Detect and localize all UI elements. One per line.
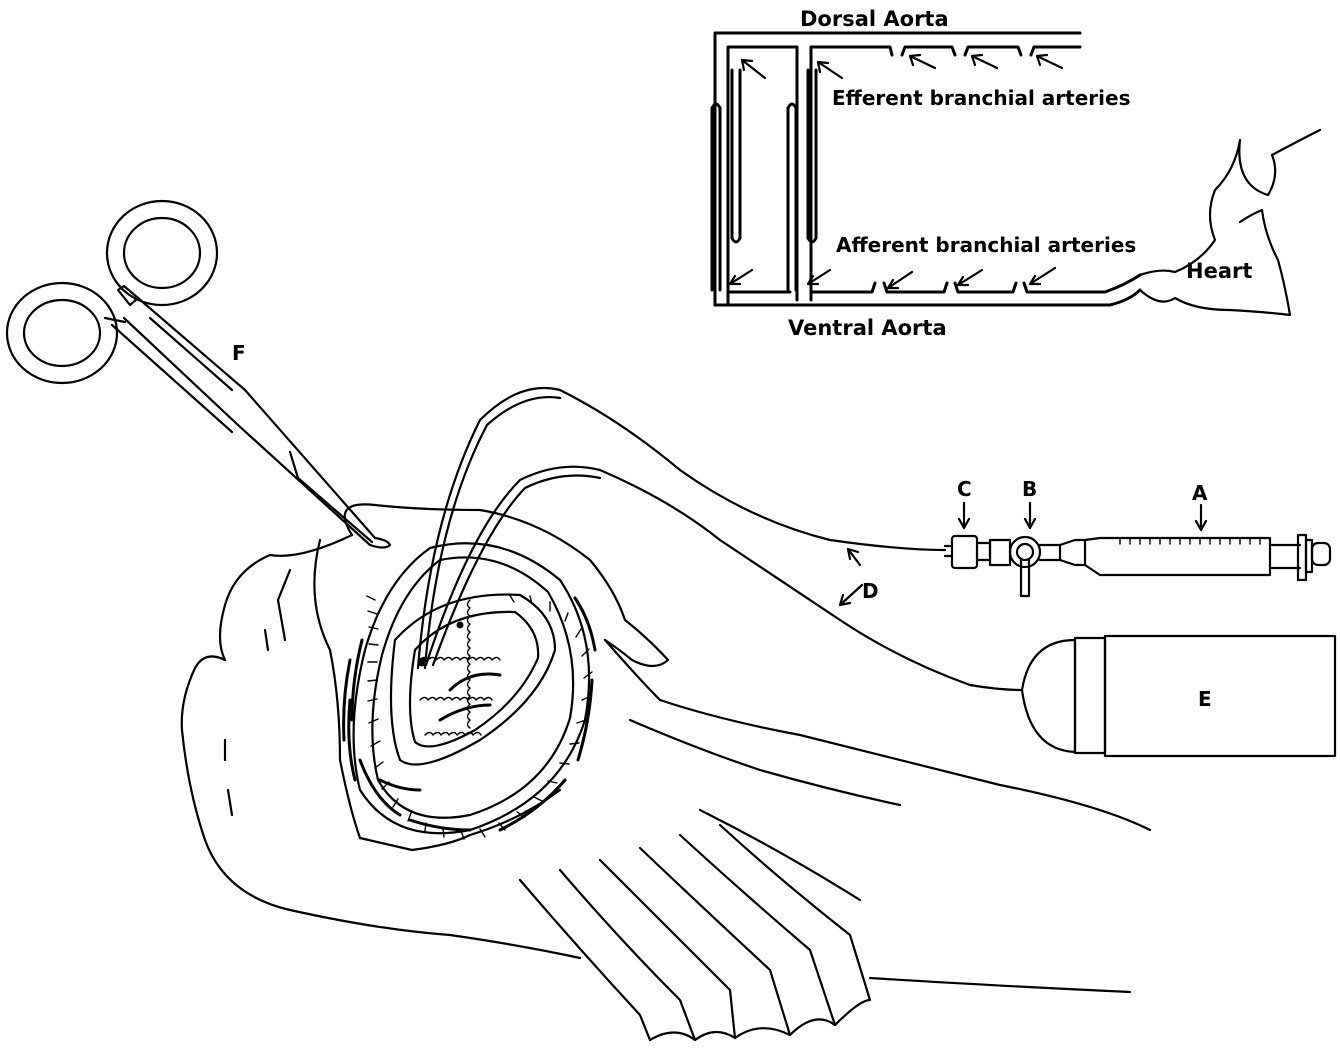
- afferent-arteries-label: Afferent branchial arteries: [836, 233, 1136, 257]
- dorsal-aorta-vessel: [715, 33, 1080, 305]
- connector-c: [945, 536, 990, 568]
- cannula-tubes: D: [418, 388, 1022, 690]
- syringe-assembly: C B A: [945, 477, 1330, 596]
- gill-arches: [344, 543, 595, 839]
- heart-outline: [1140, 130, 1320, 315]
- label-d: D: [862, 579, 879, 603]
- label-c: C: [957, 477, 972, 501]
- ventral-aorta-label: Ventral Aorta: [788, 316, 947, 340]
- circulation-inset: Dorsal Aorta Efferent branchial arteries…: [712, 7, 1320, 340]
- label-a: A: [1192, 481, 1208, 505]
- syringe-a: [1060, 535, 1330, 580]
- ventral-aorta-vessel: [715, 275, 1140, 305]
- efferent-arteries-label: Efferent branchial arteries: [832, 86, 1130, 110]
- forceps: F: [7, 201, 390, 548]
- label-e: E: [1198, 687, 1212, 711]
- pectoral-fin: [520, 810, 870, 1040]
- fish-body: [182, 504, 1150, 992]
- dorsal-aorta-label: Dorsal Aorta: [800, 7, 949, 31]
- label-b: B: [1022, 477, 1037, 501]
- stopcock-b: [990, 537, 1060, 596]
- transducer-e: E: [1022, 636, 1335, 756]
- heart-label: Heart: [1186, 259, 1252, 283]
- label-f: F: [232, 341, 246, 365]
